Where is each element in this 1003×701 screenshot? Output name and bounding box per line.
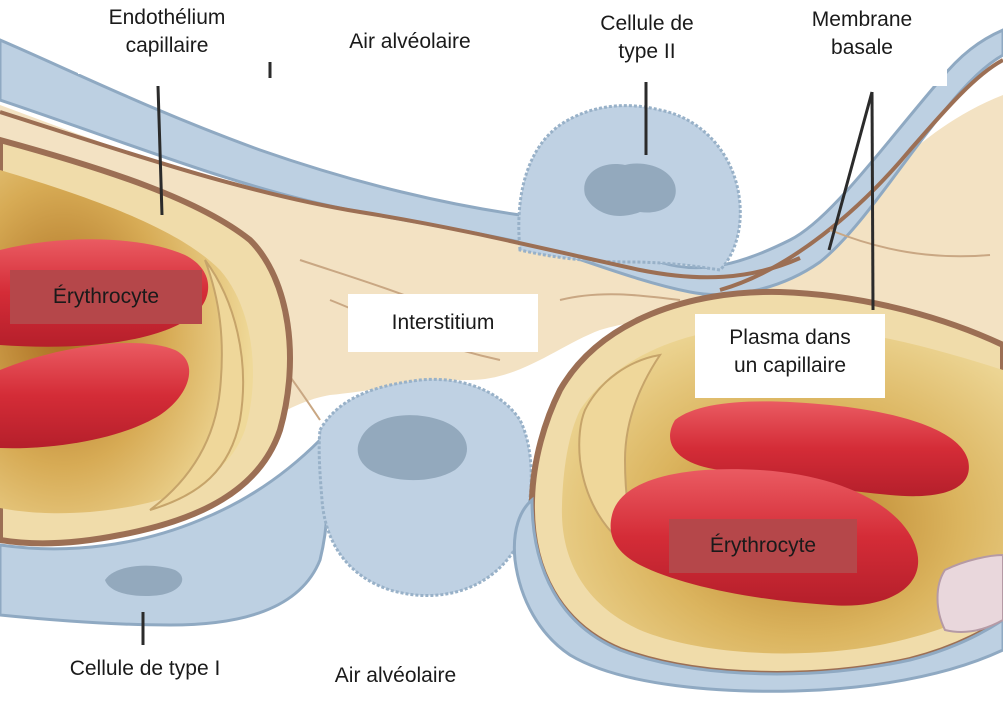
pointer-membrane-b xyxy=(872,92,873,310)
label-basement-membrane: Membrane basale xyxy=(777,6,947,86)
label-plasma: Plasma dans un capillaire xyxy=(695,314,885,398)
type2-nucleus xyxy=(584,164,676,216)
label-type2-cell: Cellule de type II xyxy=(572,10,722,80)
label-erythrocyte-left: Érythrocyte xyxy=(10,270,202,324)
lower-center-cell xyxy=(319,379,531,595)
label-endothelium: Endothélium capillaire xyxy=(78,4,256,74)
label-erythrocyte-right: Érythrocyte xyxy=(669,519,857,573)
label-alveolar-air-bottom: Air alvéolaire xyxy=(318,662,473,690)
label-alveolar-air-top: Air alvéolaire xyxy=(330,28,490,56)
label-interstitium: Interstitium xyxy=(348,294,538,352)
lower-center-nucleus xyxy=(358,415,467,480)
label-type1-cell: Cellule de type I xyxy=(50,655,240,683)
